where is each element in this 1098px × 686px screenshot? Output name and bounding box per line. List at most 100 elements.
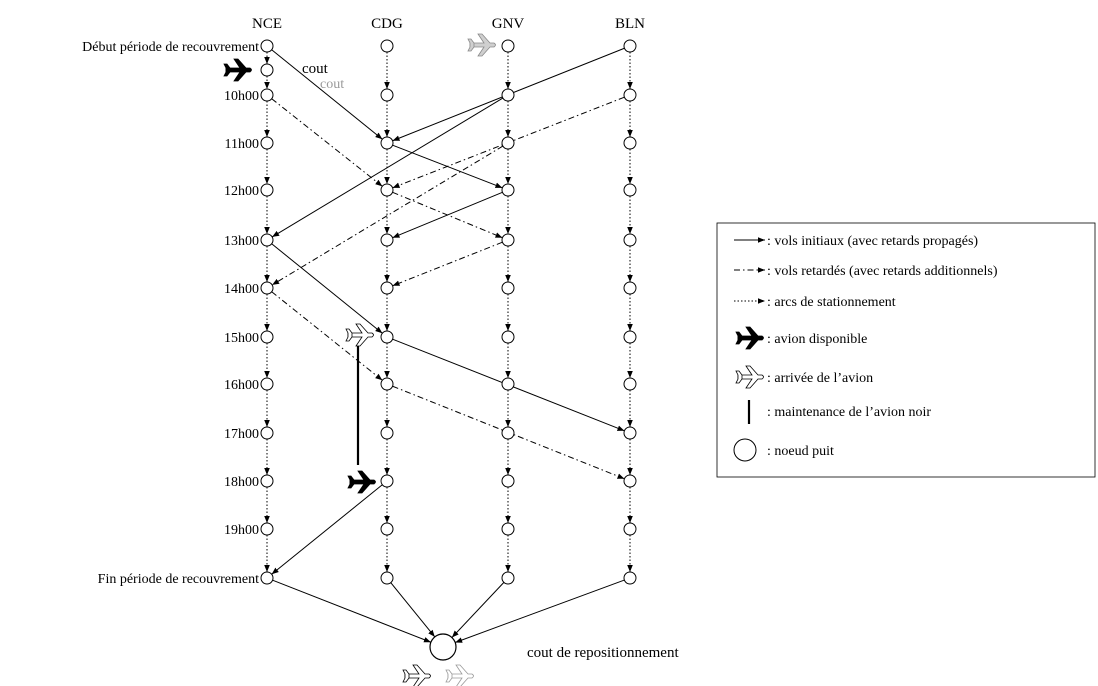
node-nce [260,233,274,247]
node-nce [260,377,274,391]
legend-available-plane: : avion disponible [767,332,867,347]
node-cdg [380,136,394,150]
node-nce [260,63,274,77]
cost-label-gray: cout [320,77,344,92]
airport-header-nce: NCE [252,16,282,32]
legend-initial-flights: : vols initiaux (avec retards propagés) [767,234,978,249]
node-nce [260,281,274,295]
legend-delayed-flights: : vols retardés (avec retards additionne… [767,264,998,279]
time-label: 19h00 [224,523,259,538]
node-cdg [380,522,394,536]
time-label: 14h00 [224,282,259,297]
legend-sink-node [733,438,757,462]
labels-layer: NCE CDG GNV BLN Début période de recouvremen… [82,16,645,587]
node-cdg [380,377,394,391]
airport-header-bln: BLN [615,16,645,32]
time-label: 13h00 [224,234,259,249]
node-nce [260,136,274,150]
time-label: 12h00 [224,184,259,199]
node-cdg [380,281,394,295]
node-nce [260,522,274,536]
airport-header-gnv: GNV [492,16,525,32]
node-gnv [501,39,515,53]
black-plane-after-maintenance-icon [347,470,376,494]
node-bln [623,474,637,488]
node-bln [623,233,637,247]
delayed-flight-arc [271,145,504,286]
time-label: 18h00 [224,475,259,490]
sink-plane-gray-outline-icon [445,664,474,686]
node-gnv [501,522,515,536]
repositioning-cost-label: cout de repositionnement [527,645,679,661]
legend-maintenance: : maintenance de l’avion noir [767,405,931,420]
node-bln [623,330,637,344]
cost-label-black: cout [302,61,329,77]
node-cdg [380,183,394,197]
time-label: 16h00 [224,378,259,393]
legend-parking-arcs: : arcs de stationnement [767,295,896,310]
node-cdg [380,330,394,344]
node-bln [623,426,637,440]
arcs-layer [264,47,633,643]
node-gnv [501,571,515,585]
nodes-layer [260,39,637,661]
initial-flight-arc [271,49,383,140]
node-cdg [380,39,394,53]
time-label: 15h00 [224,331,259,346]
node-nce [260,474,274,488]
legend-plane-arrival: : arrivée de l’avion [767,371,873,386]
airport-header-cdg: CDG [371,16,403,32]
node-bln [623,39,637,53]
repositioning-arc [451,582,505,638]
node-cdg [380,426,394,440]
sink-plane-black-outline-icon [402,664,431,686]
node-gnv [501,88,515,102]
black-plane-icon [223,58,252,82]
node-nce [260,571,274,585]
node-cdg [380,571,394,585]
repositioning-arc [272,579,432,643]
initial-flight-arc [271,484,383,575]
node-gnv [501,233,515,247]
node-bln [623,136,637,150]
node-bln [623,571,637,585]
delayed-flight-arc [392,191,503,239]
node-bln [623,88,637,102]
delayed-flight-arc [392,241,503,287]
initial-flight-arc [271,243,383,334]
node-bln [623,377,637,391]
time-label: 17h00 [224,427,259,442]
node-gnv [501,377,515,391]
legend-sink: : noeud puit [767,444,834,459]
node-gnv [501,474,515,488]
initial-flight-arc [271,97,504,238]
legend-box [716,222,1096,478]
node-nce [260,88,274,102]
delayed-flight-arc [271,98,383,187]
repositioning-arc [455,579,625,643]
time-label: Fin période de recouvrement [98,572,259,587]
time-label: Début période de recouvrement [82,40,259,55]
time-label: 10h00 [224,89,259,104]
node-gnv [501,330,515,344]
node-nce [260,183,274,197]
repositioning-arc [390,582,436,638]
node-bln [623,183,637,197]
node-nce [260,39,274,53]
node-gnv [501,426,515,440]
node-cdg [380,474,394,488]
node-bln [623,281,637,295]
arriving-plane-icon [345,323,374,347]
legend: : vols initiaux (avec retards propagés) … [716,222,1096,478]
delayed-flight-arc [271,291,383,381]
node-nce [260,426,274,440]
time-label: 11h00 [225,137,259,152]
node-gnv [501,136,515,150]
node-gnv [501,183,515,197]
node-cdg [380,233,394,247]
node-nce [260,330,274,344]
node-bln [623,522,637,536]
node-cdg [380,88,394,102]
sink-node [429,633,457,661]
